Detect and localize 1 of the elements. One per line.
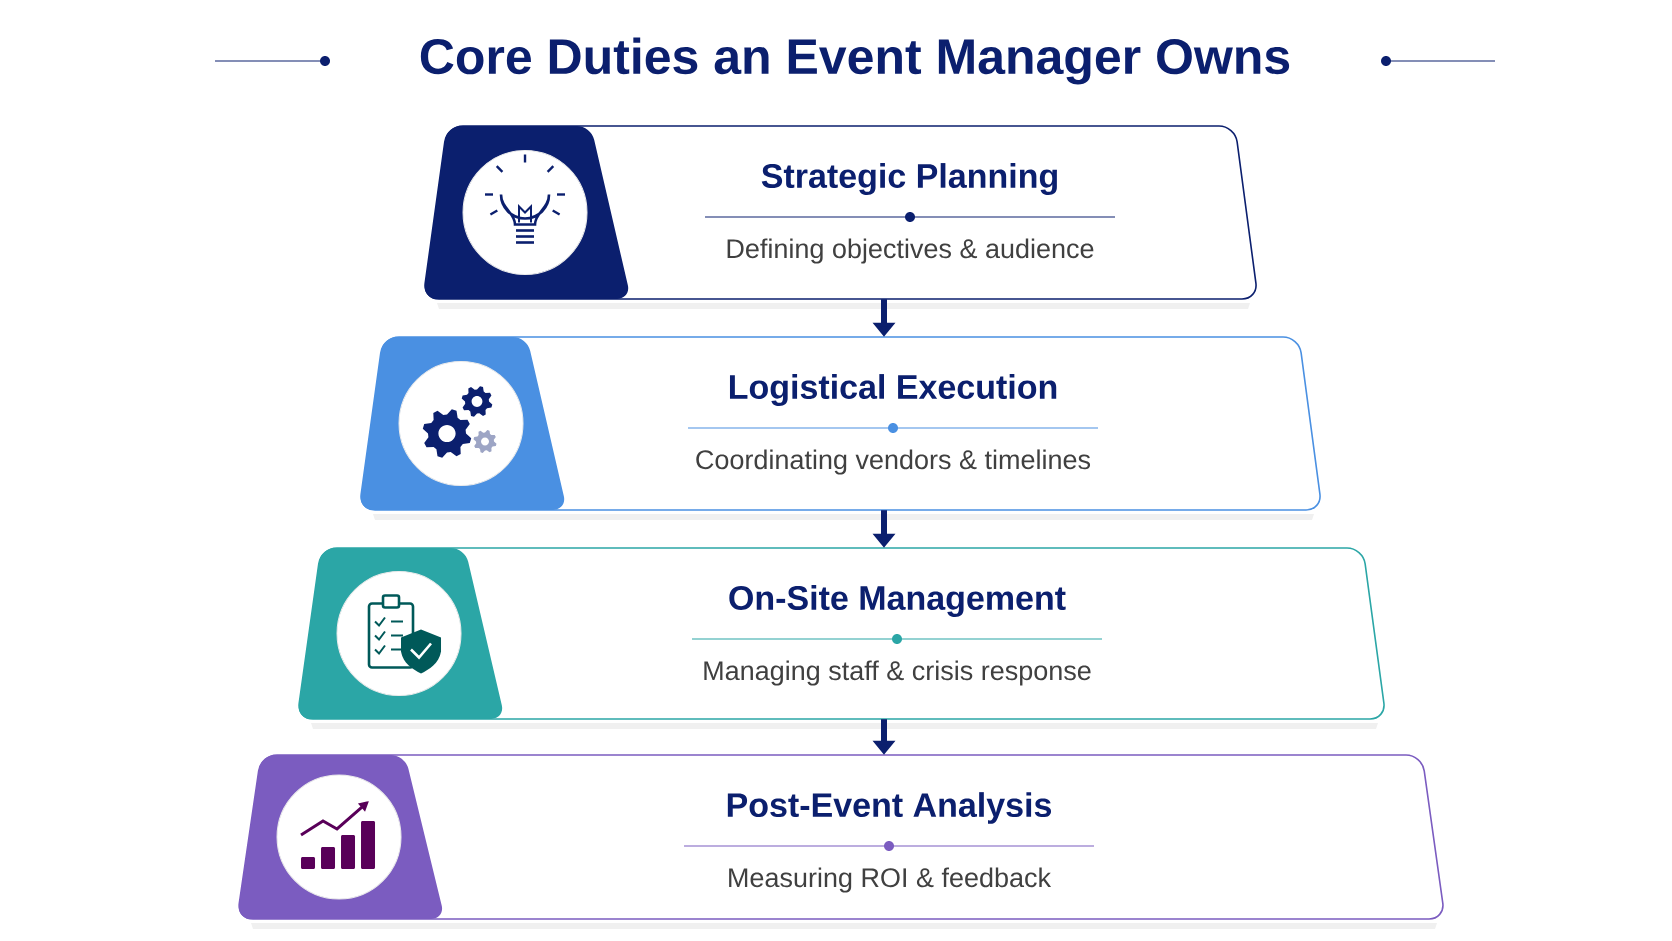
title: Core Duties an Event Manager Owns xyxy=(420,37,1290,85)
